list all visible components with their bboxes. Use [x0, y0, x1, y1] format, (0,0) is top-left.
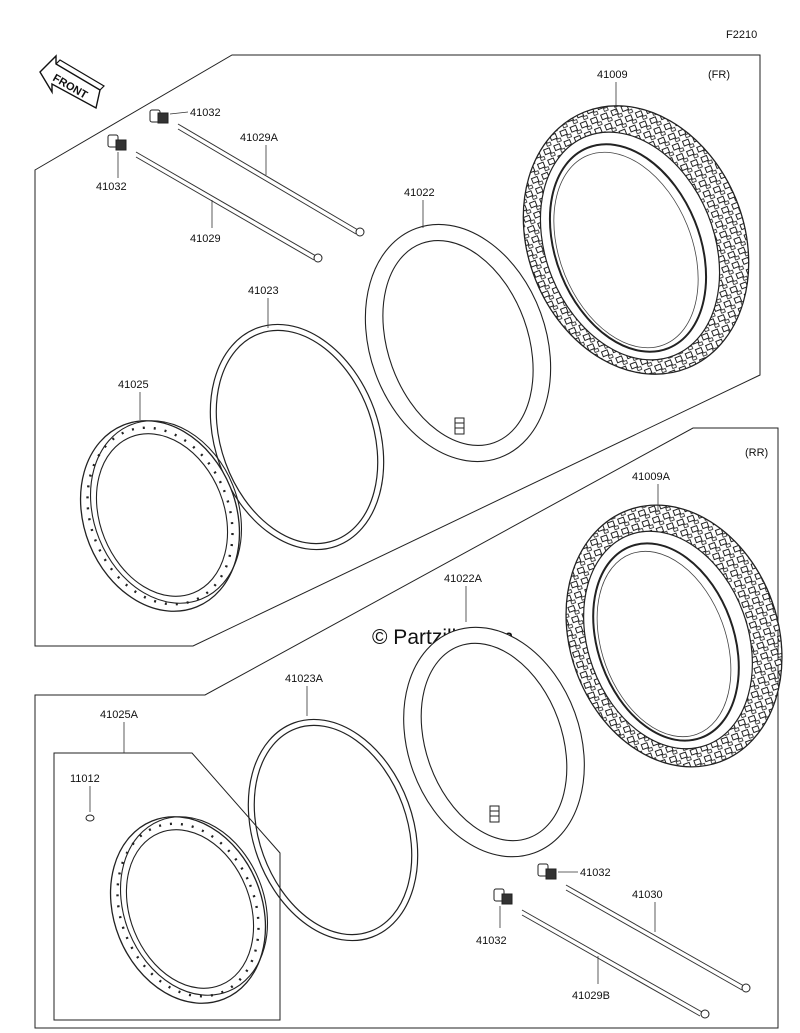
front-spoke-a-label: 41029A: [240, 132, 279, 144]
diagram-code: F2210: [726, 29, 757, 41]
rear-tube: [403, 626, 585, 858]
front-spoke-a: [177, 123, 365, 237]
rear-rim-band: [247, 718, 419, 942]
front-rim: [79, 420, 243, 612]
front-section: (FR) 41009 41022 41023: [34, 54, 761, 647]
rear-rim-band-label: 41023A: [285, 673, 324, 685]
rear-spoke: [565, 884, 751, 993]
front-tube-label: 41022: [404, 187, 435, 199]
front-arrow-icon: FRONT: [39, 54, 105, 110]
front-section-frame: [34, 54, 761, 647]
front-tube: [364, 223, 552, 463]
rear-plug-label: 11012: [70, 773, 100, 785]
rear-section: (RR) 41009A 41022A: [34, 427, 783, 1029]
rear-tire-label: 41009A: [632, 471, 671, 483]
rear-rim-subframe: [53, 752, 281, 1021]
front-spoke: [135, 151, 323, 263]
front-section-tag: (FR): [708, 69, 730, 81]
front-rim-band-label: 41023: [248, 285, 279, 297]
front-spoke-label: 41029: [190, 233, 221, 245]
front-tire-label: 41009: [597, 69, 628, 81]
front-nipple-left-icon: [107, 134, 127, 151]
rear-spoke-b-label: 41029B: [572, 990, 610, 1002]
front-rim-label: 41025: [118, 379, 149, 391]
front-nipple-top-icon: [149, 109, 169, 124]
rear-nipple-top-icon: [537, 863, 557, 880]
rear-spoke-label: 41030: [632, 889, 663, 901]
front-tube-valve-icon: [454, 417, 465, 435]
front-rim-band: [209, 323, 385, 551]
rear-nipple-top-label: 41032: [580, 867, 611, 879]
rear-section-tag: (RR): [745, 447, 768, 459]
rear-rim-label: 41025A: [100, 709, 139, 721]
rear-tire: [565, 504, 783, 768]
front-tire: [522, 105, 750, 375]
rear-tube-valve-icon: [489, 805, 500, 823]
rear-spoke-b: [521, 909, 710, 1019]
front-nipple-top-label: 41032: [190, 107, 221, 119]
rear-plug-icon: [85, 814, 95, 822]
rear-rim: [109, 816, 269, 1004]
rear-section-frame: [34, 427, 779, 1029]
rear-tube-label: 41022A: [444, 573, 483, 585]
rear-nipple-left-label: 41032: [476, 935, 507, 947]
front-nipple-left-label: 41032: [96, 181, 127, 193]
rear-nipple-left-icon: [493, 888, 513, 905]
